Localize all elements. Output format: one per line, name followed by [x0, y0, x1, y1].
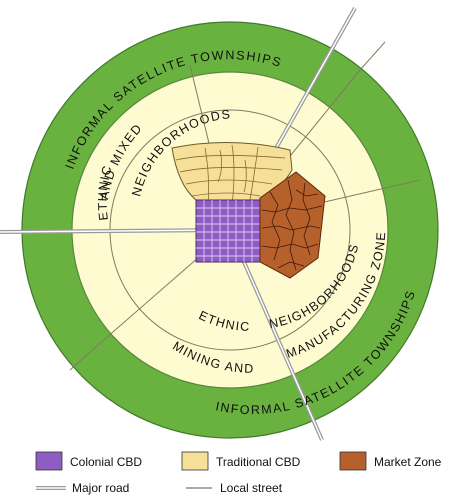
legend-label-local-street: Local street [220, 481, 283, 495]
legend-label-major-road: Major road [72, 481, 129, 495]
label-ethnic-left: ETHNIC [96, 163, 115, 221]
legend-label-colonial-cbd: Colonial CBD [70, 455, 142, 469]
traditional-cbd [171, 141, 293, 211]
colonial-cbd [195, 199, 261, 263]
legend-label-market-zone: Market Zone [374, 455, 442, 469]
market-zone [259, 171, 326, 279]
legend-swatch-colonial-cbd [35, 451, 63, 471]
legend: Colonial CBD Traditional CBD Market Zone… [35, 451, 442, 495]
legend-label-traditional-cbd: Traditional CBD [216, 455, 301, 469]
legend-swatch-traditional-cbd [181, 451, 209, 471]
legend-swatch-market-zone [339, 451, 367, 471]
